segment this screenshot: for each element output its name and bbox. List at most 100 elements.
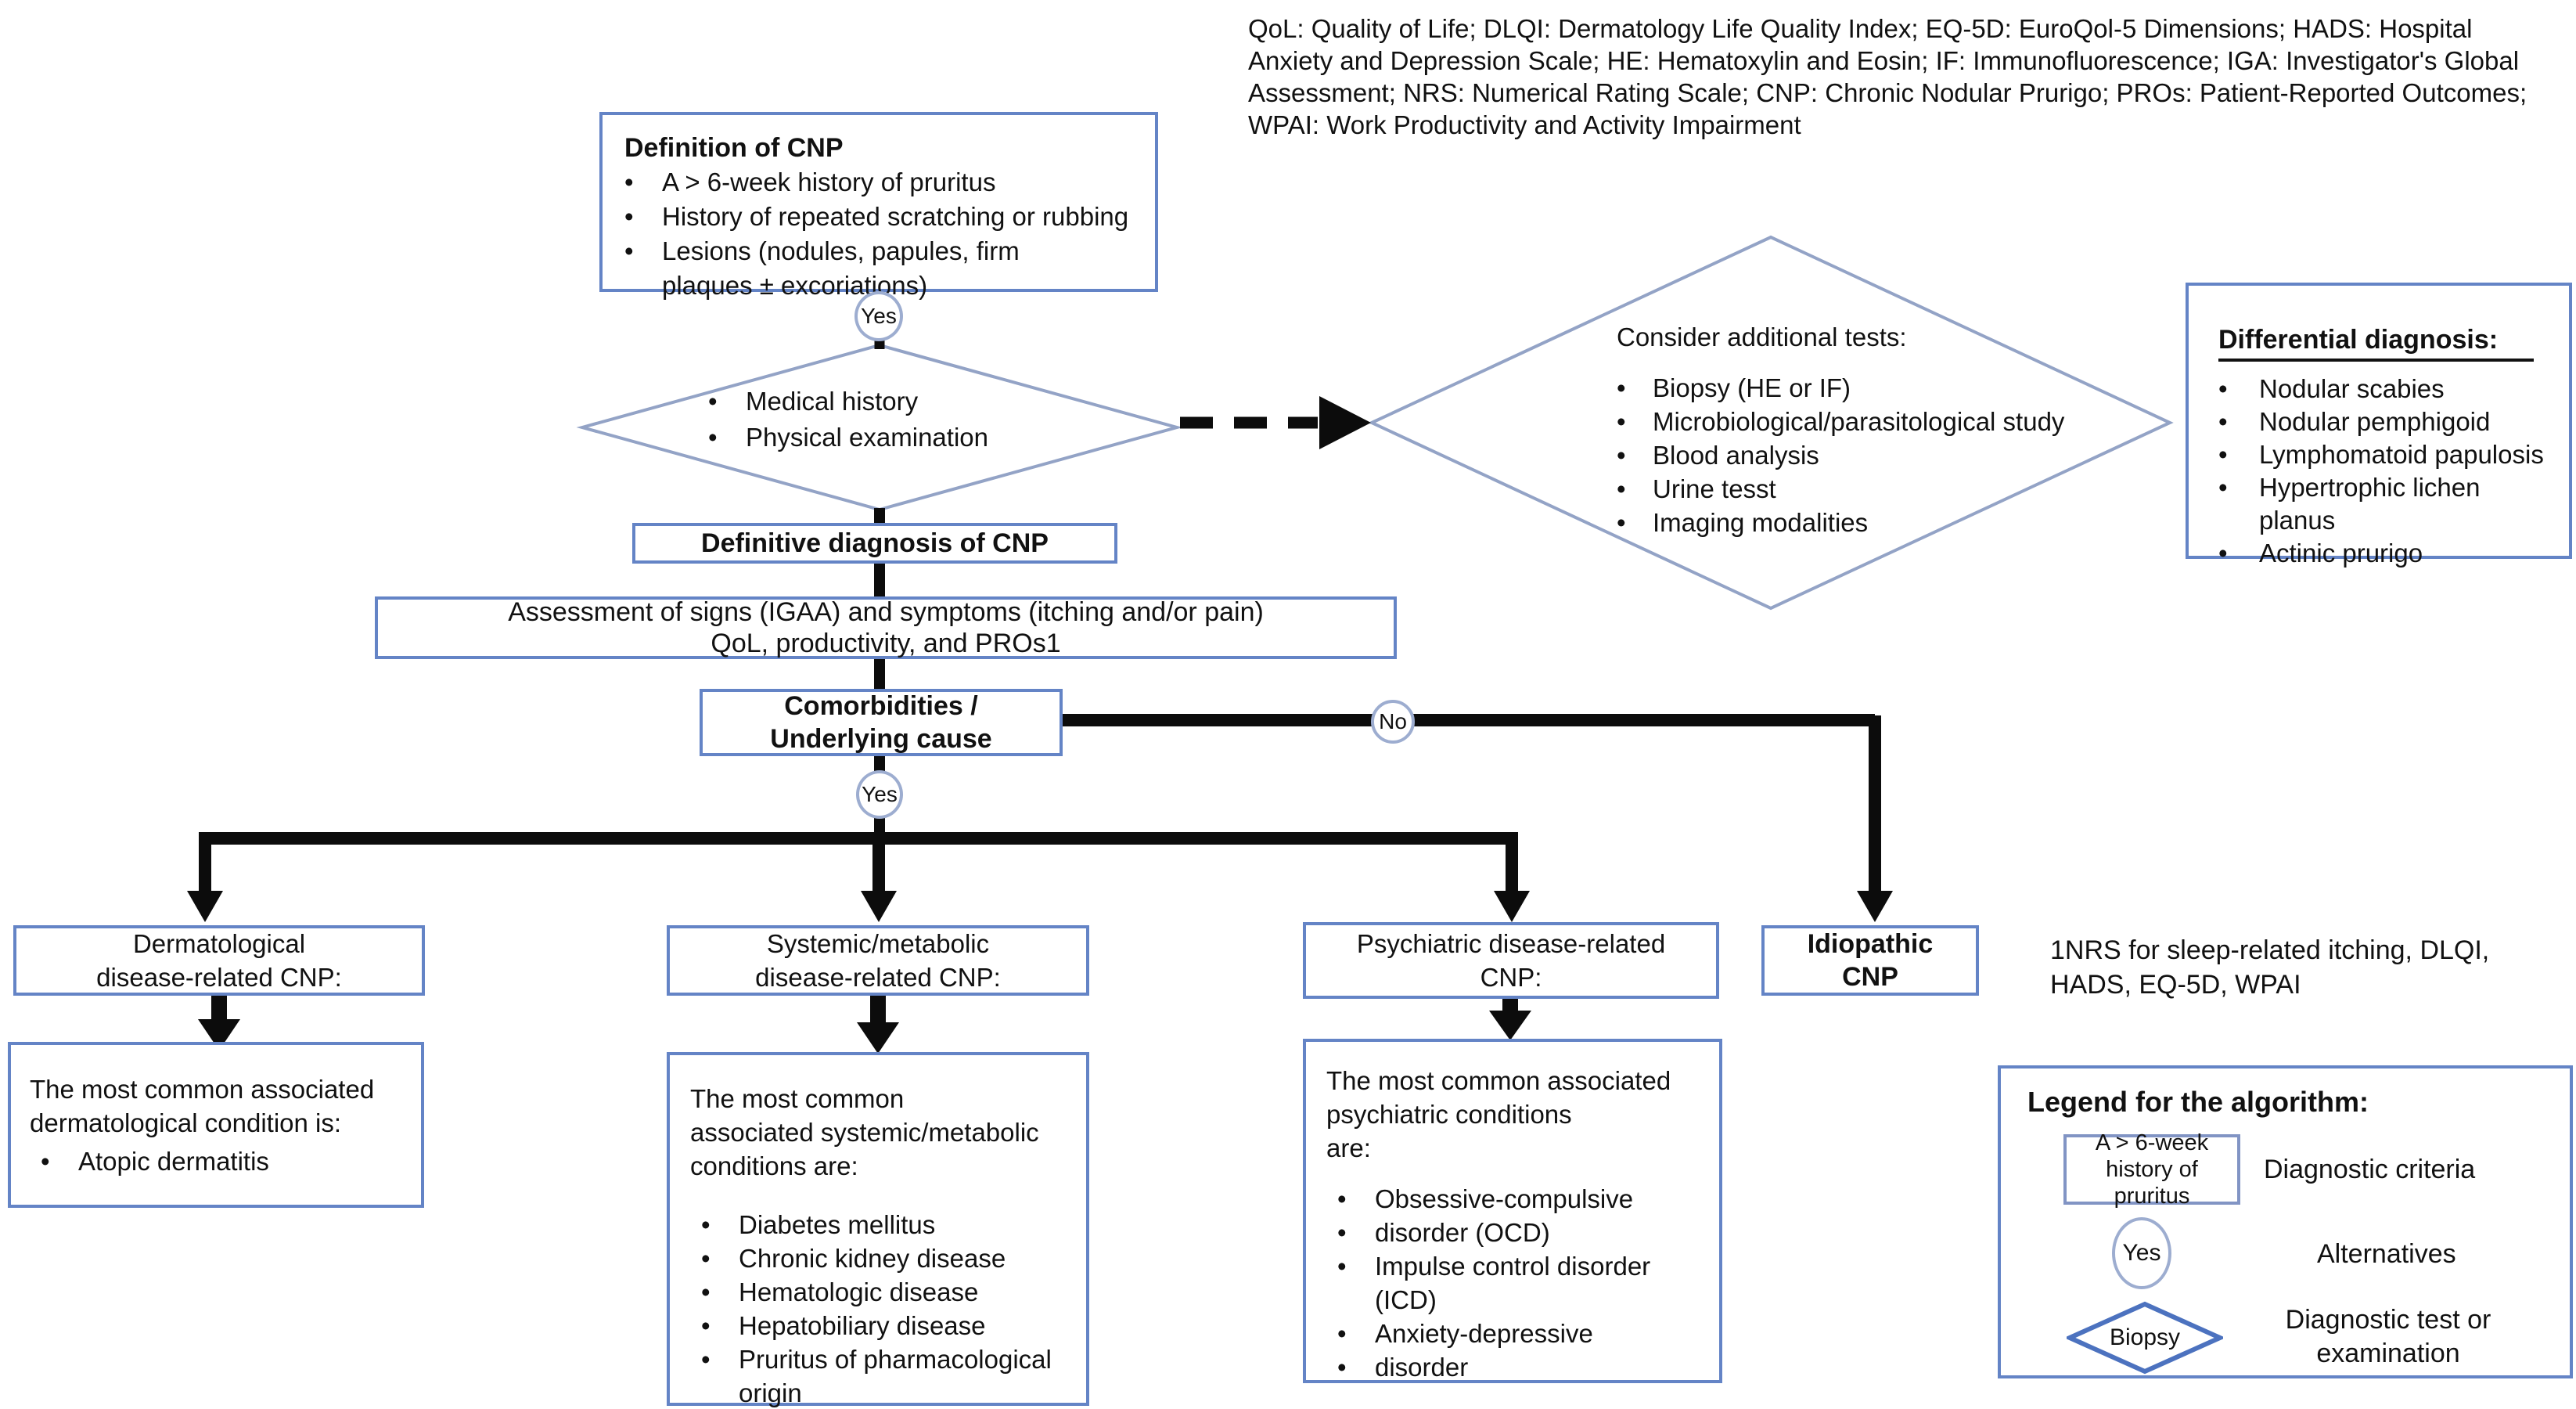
connector-no-path (1063, 714, 1881, 892)
legend-rect-sample: A > 6-week history of pruritus (2063, 1130, 2240, 1209)
differential-item: • Hypertrophic lichen planus (2218, 471, 2561, 537)
psychiatric-detail-box: The most common associated psychiatric c… (1303, 1039, 1722, 1383)
psychiatric-detail-item-text: Obsessive-compulsive (1375, 1184, 1634, 1213)
differential-item: • Actinic prurigo (2218, 537, 2561, 570)
tests-item-text: Microbiological/parasitological study (1653, 407, 2065, 436)
systemic-cnp-label: Systemic/metabolic disease-related CNP: (755, 929, 1001, 992)
legend-rect-description: Diagnostic criteria (2264, 1155, 2476, 1184)
differential-diagnosis-box: Differential diagnosis: • Nodular scabie… (2186, 283, 2572, 568)
history-diamond-shape (576, 343, 1183, 512)
definition-item-text: History of repeated scratching or rubbin… (662, 202, 1129, 231)
definition-title: Definition of CNP (624, 133, 844, 163)
no-circle-label: No (1379, 709, 1407, 733)
history-item-text: Medical history (746, 387, 919, 416)
systemic-detail-item: • Hematologic disease (690, 1275, 1080, 1309)
differential-item-text: Nodular pemphigoid (2259, 407, 2491, 436)
tests-item-text: Biopsy (HE or IF) (1653, 373, 1851, 402)
systemic-detail-item-text: Hepatobiliary disease (739, 1311, 986, 1340)
tests-item: • Urine tesst (1617, 472, 2086, 506)
history-item-text: Physical examination (746, 423, 988, 452)
comorbidities-label: Comorbidities / Underlying cause (770, 691, 992, 754)
tests-item: • Microbiological/parasitological study (1617, 405, 2086, 438)
psychiatric-detail-intro: The most common associated psychiatric c… (1326, 1066, 1671, 1162)
dermatological-detail-box: The most common associated dermatologica… (8, 1042, 424, 1208)
differential-title: Differential diagnosis: (2218, 325, 2535, 362)
tests-item: • Imaging modalities (1617, 506, 2086, 539)
arrow-derm-detail-head (198, 1019, 240, 1050)
arrowhead-syst (861, 891, 897, 922)
differential-item-text: Nodular scabies (2259, 374, 2445, 403)
definitive-diagnosis-label: Definitive diagnosis of CNP (701, 528, 1049, 558)
yes-circle-1-label: Yes (861, 304, 897, 328)
arrowhead-derm (187, 891, 223, 922)
tests-item-text: Imaging modalities (1653, 508, 1869, 537)
arrowhead-idiopathic (1857, 891, 1893, 922)
definition-item-text: Lesions (nodules, papules, firm plaques … (662, 236, 1020, 300)
tests-item-text: Blood analysis (1653, 441, 1819, 470)
no-circle: No (1371, 700, 1415, 744)
psychiatric-detail-item: • Impulse control disorder (ICD) (1326, 1249, 1713, 1317)
legend-diamond-description: Diagnostic test or examination (2285, 1305, 2491, 1368)
definition-item: • History of repeated scratching or rubb… (624, 200, 1147, 234)
legend-circle-sample: Yes (2112, 1217, 2171, 1289)
dermatological-detail-item-text: Atopic dermatitis (78, 1146, 269, 1176)
history-diamond-content: • Medical history • Physical examination (708, 384, 1146, 456)
yes-circle-2-label: Yes (862, 782, 898, 806)
definition-box: Definition of CNP • A > 6-week history o… (599, 112, 1158, 300)
tests-item: • Biopsy (HE or IF) (1617, 371, 2086, 405)
psychiatric-cnp-box: Psychiatric disease-related CNP: (1303, 922, 1719, 999)
nrs-footnote: 1NRS for sleep-related itching, DLQI, HA… (2050, 935, 2490, 1000)
psychiatric-detail-item: • disorder (1326, 1350, 1713, 1384)
tests-item: • Blood analysis (1617, 438, 2086, 472)
definition-item: • A > 6-week history of pruritus (624, 165, 1147, 200)
comorbidities-box: Comorbidities / Underlying cause (700, 689, 1063, 756)
history-item: • Medical history (708, 384, 1146, 420)
systemic-detail-item-text: Hematologic disease (739, 1277, 979, 1306)
psychiatric-detail-item-text: Impulse control disorder (ICD) (1375, 1252, 1651, 1314)
history-item: • Physical examination (708, 420, 1146, 456)
systemic-detail-item: • Chronic kidney disease (690, 1241, 1080, 1275)
systemic-detail-item-text: Chronic kidney disease (739, 1244, 1006, 1273)
arrow-syst-detail-head (857, 1022, 899, 1054)
systemic-detail-box: The most common associated systemic/meta… (667, 1052, 1089, 1409)
differential-item: • Lymphomatoid papulosis (2218, 438, 2561, 471)
psychiatric-cnp-label: Psychiatric disease-related CNP: (1356, 929, 1666, 992)
arrowhead-psych (1494, 891, 1530, 922)
legend-diamond-sample-label: Biopsy (2109, 1324, 2181, 1350)
dermatological-cnp-label: Dermatological disease-related CNP: (96, 929, 342, 992)
idiopathic-cnp-label: Idiopathic CNP (1807, 929, 1934, 992)
legend-diamond-shape (2067, 1301, 2223, 1375)
tests-diamond-shape (1368, 235, 2174, 611)
systemic-detail-item: • Hepatobiliary disease (690, 1309, 1080, 1342)
dashed-arrow-head (1319, 396, 1371, 449)
yes-circle-1: Yes (854, 291, 903, 341)
tests-title: Consider additional tests: (1617, 323, 1907, 351)
tests-diamond-content: Consider additional tests: • Biopsy (HE … (1617, 323, 2086, 539)
definition-item-text: A > 6-week history of pruritus (662, 168, 996, 196)
legend-circle-description: Alternatives (2317, 1239, 2456, 1269)
psychiatric-detail-item: • Obsessive-compulsive (1326, 1182, 1713, 1216)
dermatological-detail-intro: The most common associated dermatologica… (30, 1074, 375, 1137)
differential-item: • Nodular pemphigoid (2218, 405, 2561, 438)
assessment-box: Assessment of signs (IGAA) and symptoms … (375, 596, 1397, 659)
legend-title: Legend for the algorithm: (2027, 1086, 2369, 1118)
systemic-cnp-box: Systemic/metabolic disease-related CNP: (667, 925, 1089, 996)
psychiatric-detail-item-text: Anxiety-depressive (1375, 1319, 1593, 1348)
dermatological-cnp-box: Dermatological disease-related CNP: (13, 925, 425, 996)
differential-item-text: Lymphomatoid papulosis (2259, 440, 2544, 469)
systemic-detail-item: • Pruritus of pharmacological origin (690, 1342, 1080, 1409)
tests-item-text: Urine tesst (1653, 474, 1776, 503)
legend-circle-sample-label: Yes (2122, 1240, 2161, 1266)
definitive-diagnosis-box: Definitive diagnosis of CNP (632, 523, 1117, 564)
psychiatric-detail-item: • disorder (OCD) (1326, 1216, 1713, 1249)
idiopathic-cnp-box: Idiopathic CNP (1761, 925, 1979, 996)
differential-item-text: Hypertrophic lichen planus (2259, 473, 2481, 535)
psychiatric-detail-item-text: disorder (1375, 1353, 1469, 1382)
differential-item: • Nodular scabies (2218, 373, 2561, 405)
assessment-label: Assessment of signs (IGAA) and symptoms … (508, 597, 1264, 658)
definition-item: • Lesions (nodules, papules, firm plaque… (624, 234, 1147, 303)
abbreviations-note: QoL: Quality of Life; DLQI: Dermatology … (1248, 14, 2527, 139)
arrow-psych-detail-head (1489, 1011, 1531, 1040)
systemic-detail-intro: The most common associated systemic/meta… (690, 1084, 1039, 1180)
psychiatric-detail-item: • Anxiety-depressive (1326, 1317, 1713, 1350)
